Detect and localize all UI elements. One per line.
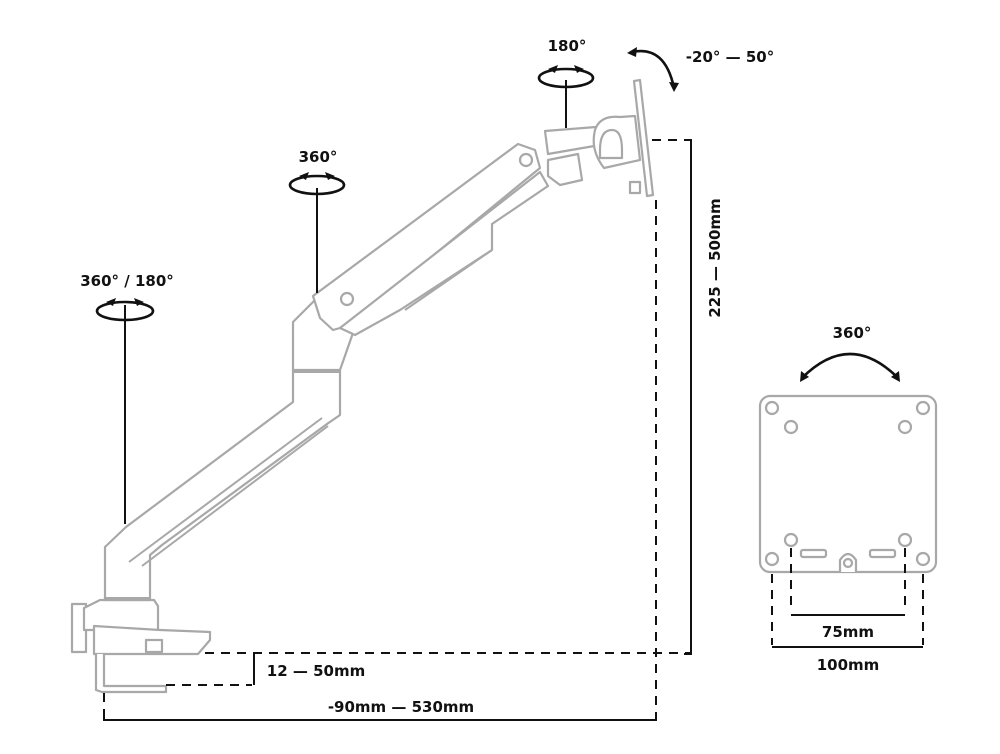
vesa-holes <box>764 400 931 572</box>
base-rotation-label: 360° / 180° <box>80 272 174 290</box>
height-dimension: 225 — 500mm <box>652 139 724 720</box>
vesa-75-label: 75mm <box>822 623 874 641</box>
base-rotation-indicator: 360° / 180° <box>80 272 174 524</box>
vesa-100-dimension: 100mm <box>771 574 924 674</box>
vesa-rotation-label: 360° <box>833 324 872 342</box>
head-rotation-label: 180° <box>548 37 587 55</box>
height-range-label: 225 — 500mm <box>706 198 724 317</box>
elbow-rotation-indicator: 360° <box>288 148 346 293</box>
monitor-arm <box>70 78 655 694</box>
monitor-head <box>543 78 655 198</box>
vesa-plate-view: 360° 75mm 100mm <box>758 324 938 674</box>
upper-arm <box>311 142 550 337</box>
elbow-rotation-label: 360° <box>299 148 338 166</box>
tilt-range-label: -20° — 50° <box>686 48 774 66</box>
reach-range-label: -90mm — 530mm <box>328 698 474 716</box>
head-rotation-indicator: 180° <box>537 37 595 128</box>
vesa-75-dimension: 75mm <box>790 548 906 641</box>
clamp-dimension: 12 — 50mm <box>166 652 690 686</box>
vesa-100-label: 100mm <box>817 656 880 674</box>
clamp-base <box>70 598 212 694</box>
lower-arm <box>103 368 342 602</box>
clamp-thickness-label: 12 — 50mm <box>267 662 365 680</box>
reach-dimension: -90mm — 530mm <box>103 693 657 721</box>
tilt-indicator: -20° — 50° <box>627 47 774 92</box>
